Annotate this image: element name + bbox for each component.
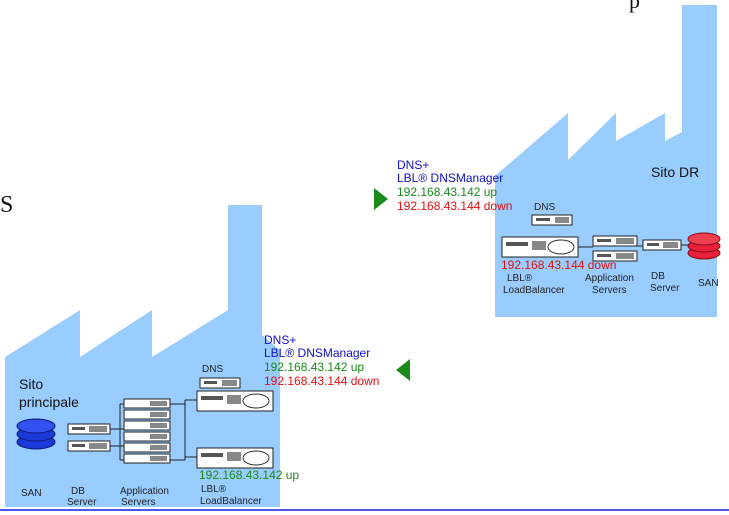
main-application-server-icon bbox=[123, 398, 171, 409]
main-lb-label-2: LoadBalancer bbox=[200, 496, 262, 507]
main-site-title-1: Sito bbox=[19, 376, 44, 392]
main-db-server-icon bbox=[67, 423, 111, 435]
main-app-label-1: Application bbox=[120, 486, 169, 497]
main-db-label-1: DB bbox=[71, 486, 85, 497]
main-lb-ip: 192.168.43.142 up bbox=[199, 468, 300, 482]
main-header-line1: DNS+ bbox=[264, 333, 297, 347]
main-site-title-2: principale bbox=[19, 394, 79, 410]
dr-application-server-icon bbox=[592, 250, 638, 262]
dr-db-label-1: DB bbox=[651, 271, 665, 282]
main-app-label-2: Servers bbox=[121, 497, 156, 508]
main-loadbalancer-icon bbox=[196, 390, 274, 412]
dr-loadbalancer-icon bbox=[501, 236, 579, 258]
main-application-server-icon bbox=[123, 442, 171, 453]
dr-arrow-icon bbox=[374, 188, 388, 210]
main-lb-label-1: LBL® bbox=[201, 484, 227, 495]
main-ip-down: 192.168.43.144 down bbox=[264, 374, 380, 388]
dr-db-server-icon bbox=[642, 239, 682, 251]
dr-app-label-1: Application bbox=[585, 273, 634, 284]
dr-san-icon bbox=[687, 232, 721, 260]
dr-lb-label-1: LBL® bbox=[507, 273, 533, 284]
dr-dns-label: DNS bbox=[534, 202, 556, 213]
main-header-line2: LBL® DNSManager bbox=[264, 346, 371, 360]
dr-app-label-2: Servers bbox=[592, 285, 627, 296]
dr-ip-up: 192.168.43.142 up bbox=[397, 185, 498, 199]
dr-site-title: Sito DR bbox=[651, 164, 700, 180]
dr-ip-down: 192.168.43.144 down bbox=[397, 199, 513, 213]
dr-san-label: SAN bbox=[698, 278, 719, 289]
main-network-links bbox=[110, 399, 197, 461]
dr-db-label-2: Server bbox=[650, 283, 680, 294]
main-application-server-icon bbox=[123, 409, 171, 420]
dr-header-line2: LBL® DNSManager bbox=[397, 171, 504, 185]
main-application-server-icon bbox=[123, 420, 171, 431]
dr-lb-label-2: LoadBalancer bbox=[503, 285, 565, 296]
main-db-server-icon bbox=[67, 440, 111, 452]
main-db-label-2: Server bbox=[67, 497, 97, 508]
main-dns-label: DNS bbox=[202, 364, 224, 375]
main-loadbalancer-icon bbox=[196, 447, 274, 469]
dr-dns-server-icon bbox=[531, 214, 573, 226]
main-application-server-icon bbox=[123, 453, 171, 464]
dr-header-line1: DNS+ bbox=[397, 158, 430, 172]
dr-lb-ip: 192.168.43.144 down bbox=[501, 258, 617, 272]
main-san-label: SAN bbox=[21, 488, 42, 499]
partial-text-top: p bbox=[629, 0, 640, 13]
dr-application-server-icon bbox=[592, 235, 638, 247]
main-ip-up: 192.168.43.142 up bbox=[264, 360, 365, 374]
main-dns-server-icon bbox=[199, 377, 241, 389]
main-san-icon bbox=[16, 418, 56, 450]
main-application-server-icon bbox=[123, 431, 171, 442]
main-arrow-icon bbox=[396, 359, 410, 381]
partial-text-left: S bbox=[0, 192, 14, 218]
